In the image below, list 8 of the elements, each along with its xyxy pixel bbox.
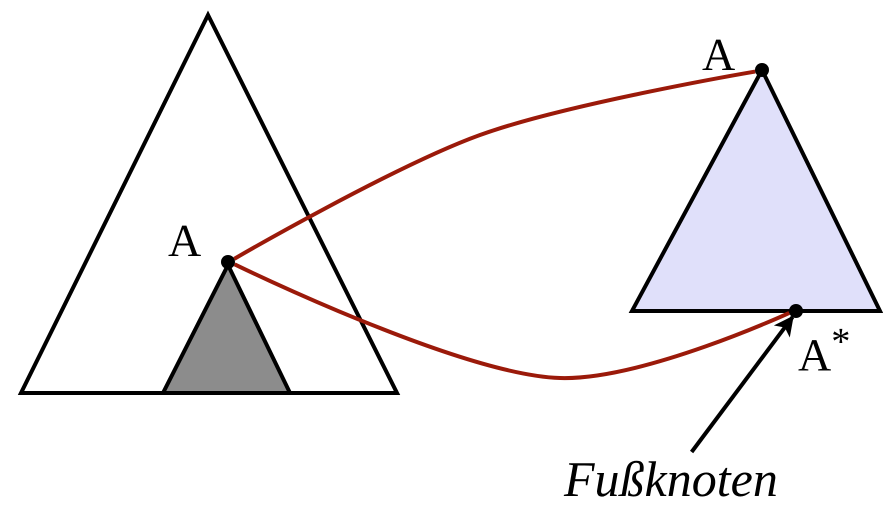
- arrow: [690, 316, 794, 454]
- tree-triangle: [18, 12, 400, 396]
- connector-line: [234, 262, 790, 380]
- node-label: A$^{*}$: [798, 323, 850, 378]
- node-label: A: [702, 32, 736, 78]
- connector-line: [233, 70, 756, 261]
- node-label: A: [168, 218, 202, 264]
- foot-node-label: Fußknoten: [564, 454, 778, 504]
